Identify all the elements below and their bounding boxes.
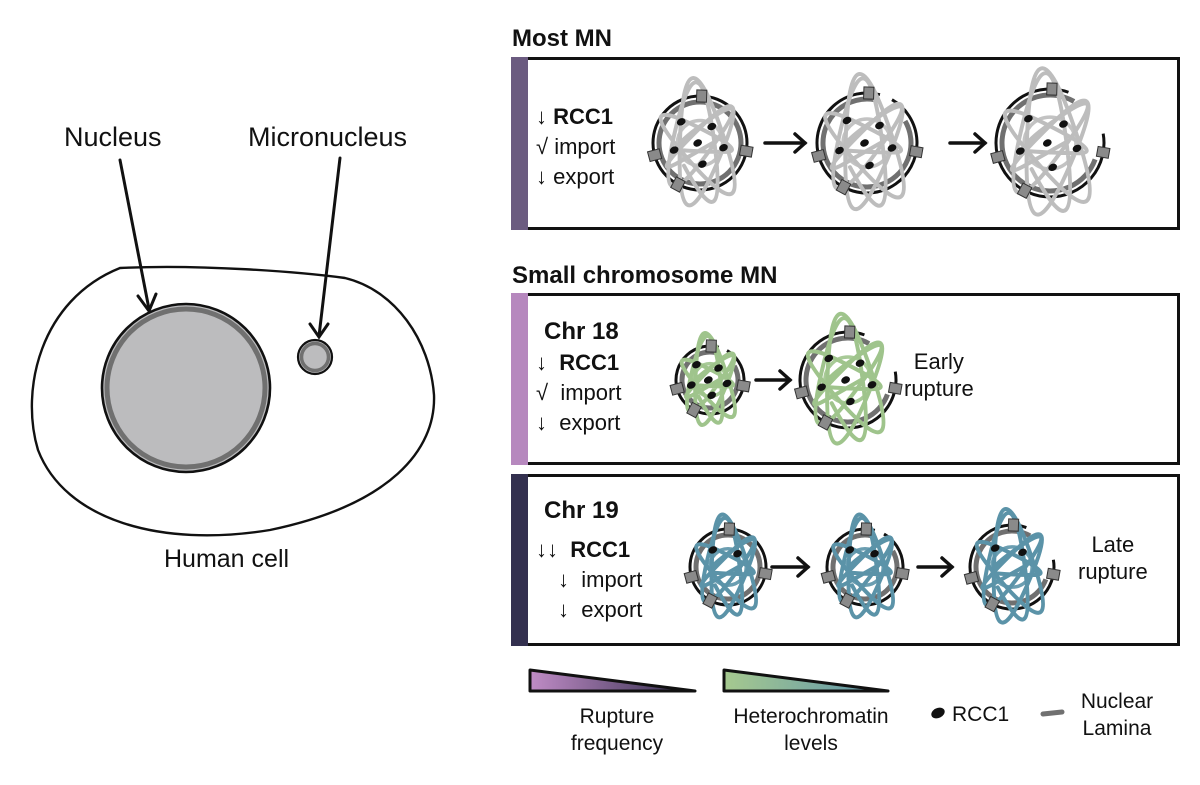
- legend-rcc1: RCC1: [952, 703, 1010, 726]
- stat-export: ↓ export: [536, 410, 621, 435]
- stat-rcc1: ↓↓ RCC1: [536, 537, 631, 562]
- micronucleus-label: Micronucleus: [248, 122, 408, 152]
- micronucleus-pointer-arrow: [308, 156, 342, 340]
- stat-rcc1: ↓ RCC1: [536, 350, 620, 375]
- chr19-title: Chr 19: [544, 497, 619, 524]
- color-bar-chr18: [511, 293, 530, 465]
- stat-list: ↓ RCC1 √ import ↓ export: [536, 348, 621, 438]
- chr18-title: Chr 18: [544, 318, 619, 345]
- stat-export: ↓ export: [536, 164, 615, 189]
- stat-import: ↓ import: [558, 567, 643, 592]
- nuclear-lamina-legend-icon: [1040, 709, 1065, 717]
- nucleus: [100, 302, 272, 474]
- stat-list: ↓ RCC1 √ import ↓ export: [536, 102, 615, 192]
- nucleus-pointer-arrow: [118, 158, 158, 315]
- panel-title-most-mn: Most MN: [512, 25, 612, 52]
- heterochromatin-wedge: [722, 668, 890, 693]
- stat-list: ↓↓ RCC1 ↓ import ↓ export: [536, 535, 642, 625]
- group-title-small-chromosome: Small chromosome MN: [512, 262, 778, 289]
- stat-export: ↓ export: [558, 597, 643, 622]
- rcc1-legend-icon: [931, 707, 945, 719]
- color-bar-chr19: [511, 474, 530, 646]
- stat-import: √ import: [536, 134, 616, 159]
- stat-rcc1: ↓ RCC1: [536, 104, 614, 129]
- human-cell-label: Human cell: [164, 545, 290, 573]
- nucleus-label: Nucleus: [64, 122, 162, 152]
- panel-most-mn: ↓ RCC1 √ import ↓ export: [528, 57, 1180, 230]
- rupture-frequency-wedge: [528, 668, 697, 693]
- cell-diagram: [30, 156, 436, 537]
- stat-import: √ import: [536, 380, 622, 405]
- color-bar-most-mn: [511, 57, 530, 230]
